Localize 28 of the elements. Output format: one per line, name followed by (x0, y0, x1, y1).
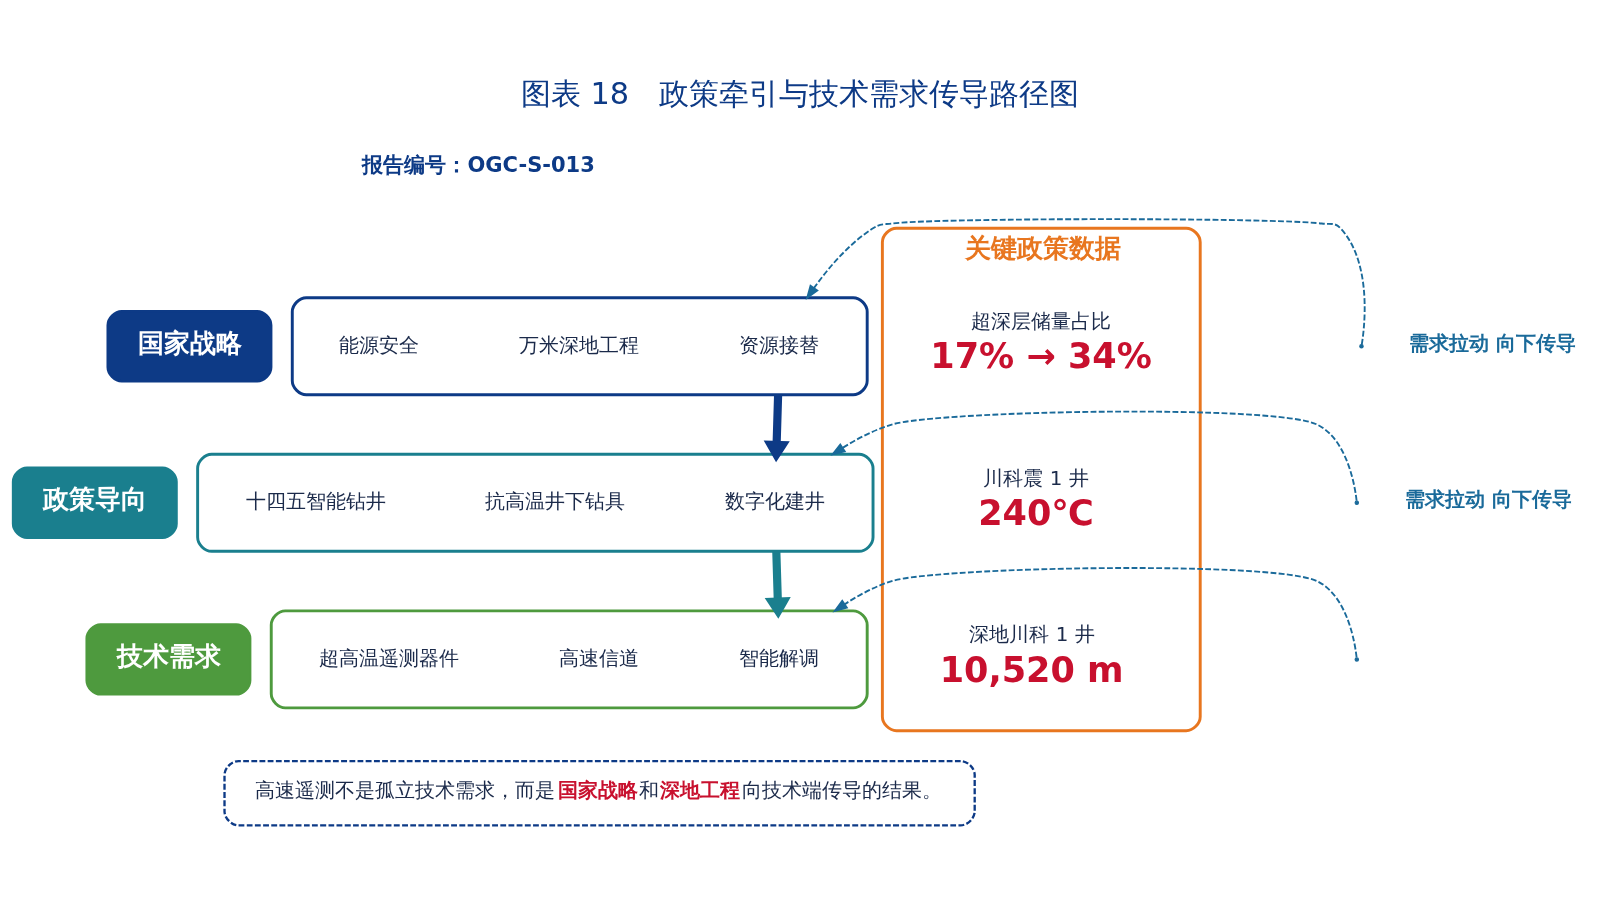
node-text: 万米深地工程 (518, 333, 639, 357)
label: 需求拉动 向下传导 (1409, 331, 1577, 355)
arrow (805, 218, 1366, 346)
node-text: 十四五智能钻井 (245, 490, 386, 514)
node-text: 资源接替 (738, 333, 819, 357)
node-box: 高速遥测不是孤立技术需求，而是国家战略和深地工程向技术端传导的结果。 (223, 759, 976, 827)
label: 需求拉动 向下传导 (1404, 488, 1572, 512)
cluster (290, 296, 869, 397)
node-box: 国家战略 (106, 310, 273, 383)
node-text: 深地川科 1 井 10,520 m (939, 623, 1124, 690)
node-text: 智能解调 (738, 646, 819, 670)
node-text: 超高温遥测器件 (319, 646, 460, 670)
label: 报告编号：OGC-S-013 (362, 152, 595, 178)
node-text: 抗高温井下钻具 (485, 490, 626, 514)
arrow (763, 394, 790, 463)
diagram-title: 图表 18 政策牵引与技术需求传导路径图 (520, 75, 1080, 111)
node-text: 川科震 1 井 240℃ (978, 466, 1094, 534)
cluster (196, 452, 875, 553)
node-text: 能源安全 (339, 333, 420, 357)
cluster (269, 609, 869, 710)
arrow (764, 551, 791, 619)
node-text: 超深层储量占比 17% → 34% (930, 310, 1152, 377)
node-box: 政策导向 (11, 466, 178, 540)
node-text: 数字化建井 (724, 490, 825, 514)
node-box: 技术需求 (85, 623, 252, 696)
arrow (832, 567, 1358, 659)
node-text: 高速信道 (558, 646, 639, 670)
arrow (830, 410, 1358, 502)
